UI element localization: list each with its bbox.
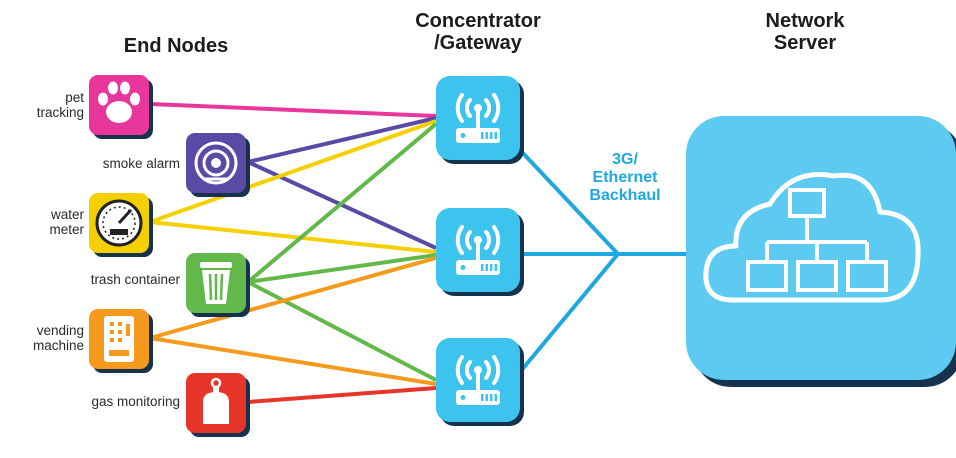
network-server [686,116,956,387]
gateway-title: Concentrator /Gateway [415,10,541,54]
end-nodes-title: End Nodes [123,35,229,57]
gas-cylinder-icon [186,373,250,437]
backhaul-label: 3G/ Ethernet Backhaul [589,151,661,204]
end-node-label-trash-container: trash container [90,272,180,287]
paw-icon [89,75,153,139]
link-pet-gw1 [149,102,437,118]
water-meter-icon [89,193,153,257]
cloud-network-icon [703,172,921,303]
server-title: Network Server [765,10,845,54]
link-vending-gw3 [149,336,437,386]
vending-machine-icon [89,309,153,373]
trash-container-icon [186,253,250,317]
link-water-gw2 [149,220,437,254]
link-trash-gw1 [246,122,438,284]
gateway-1 [436,76,524,164]
end-node-label-water-meter: water meter [49,207,84,237]
end-node-links [149,102,438,404]
gateway-2 [436,208,524,296]
end-node-label-smoke-alarm: smoke alarm [102,156,180,171]
gateway-3 [436,338,524,426]
end-node-label-pet-tracking: pet tracking [36,90,84,120]
link-vending-gw2 [149,256,437,340]
smoke-alarm-icon [186,133,250,197]
link-water-gw1 [149,119,437,224]
end-node-label-vending-machine: vending machine [32,323,84,353]
end-node-label-gas-monitoring: gas monitoring [91,394,180,409]
backhaul-links [518,148,700,374]
link-trash-gw2 [247,253,437,284]
link-trash-gw3 [247,280,437,382]
link-gas-gw3 [247,386,437,404]
link-smoke-gw1 [247,116,437,164]
